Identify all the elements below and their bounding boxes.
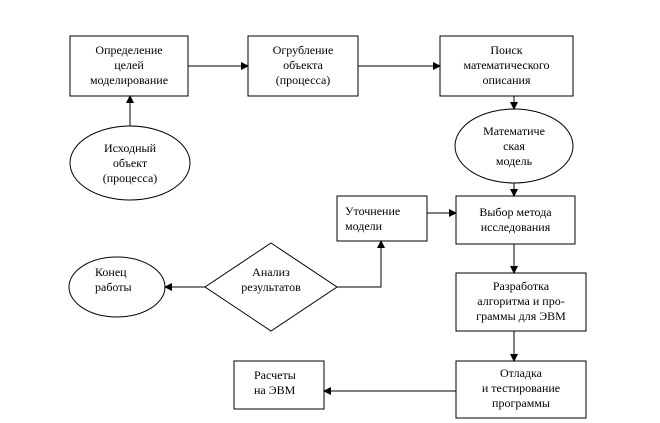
node-develop-algorithm-box: [455, 272, 587, 332]
node-debug-test-label: Отладка и тестирование программы: [481, 366, 561, 410]
node-analysis-results-diamond: [204, 242, 338, 332]
node-choose-method-box: [455, 195, 576, 245]
edge-analysis-to-refine: [337, 240, 385, 288]
node-define-goals-box: [69, 35, 189, 97]
node-coarsen-object-box: [247, 35, 359, 97]
node-develop-algorithm-label: Разработка алгоритма и про- граммы для Э…: [476, 279, 566, 323]
node-refine-model-label: Уточнение модели: [345, 204, 401, 233]
node-search-description-box: [439, 35, 574, 97]
node-computer-calc-box: [233, 360, 325, 410]
node-math-model-label: Математиче ская модель: [483, 124, 545, 168]
node-coarsen-object-label: Огрубление объекта (процесса): [272, 43, 334, 87]
node-search-description-label: Поиск математического описания: [463, 43, 550, 87]
node-analysis-results-label: Анализ результатов: [241, 265, 301, 294]
node-end-work-label: Конец работы: [95, 265, 132, 294]
node-computer-calc-label: Расчеты на ЭВМ: [254, 368, 296, 397]
node-source-object-label: Исходный объект (процесса): [102, 141, 158, 185]
node-debug-test-box: [455, 360, 587, 419]
node-choose-method-label: Выбор метода исследования: [479, 205, 552, 234]
node-define-goals-label: Определение целей моделирование: [89, 43, 169, 87]
node-refine-model-box: [336, 195, 428, 242]
